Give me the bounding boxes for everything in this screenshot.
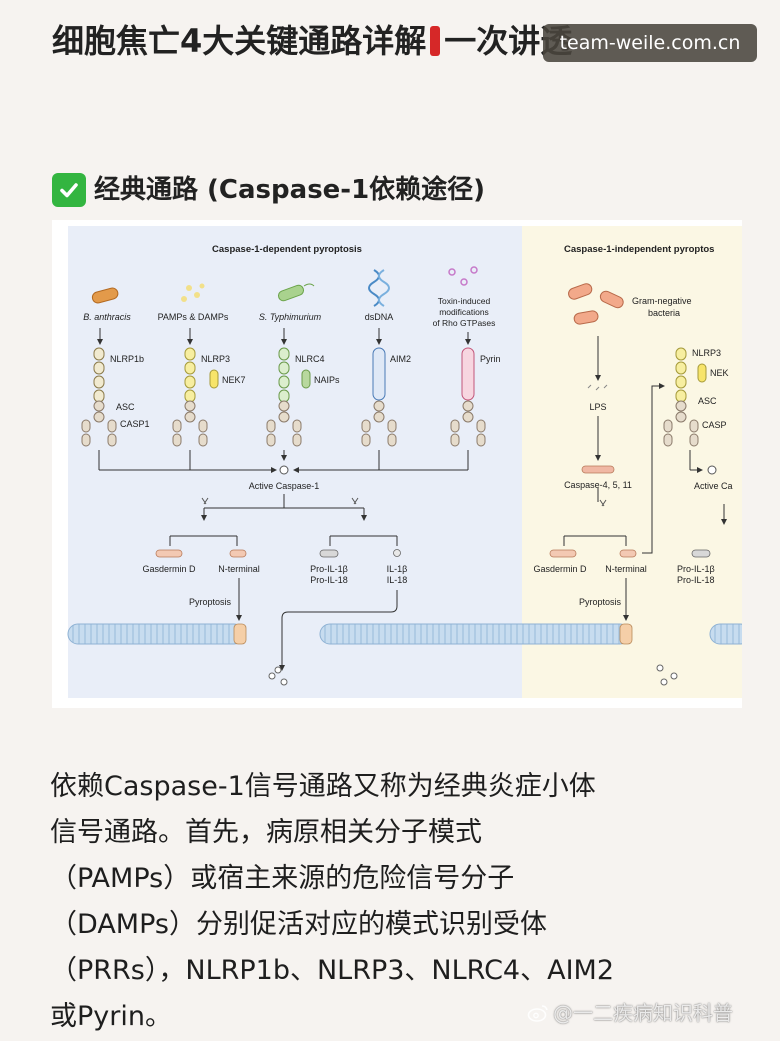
anthracis-bacterium-icon [91,287,119,304]
caspase-4511-label: Caspase-4, 5, 11 [564,480,632,490]
casp1-label: CASP1 [120,419,150,429]
toxin-line-2: modifications [439,307,489,317]
weibo-logo-icon [527,1005,548,1022]
author-watermark-text: @一二疾病知识科普 [553,1001,733,1025]
paragraph-line: （PRRs），NLRP1b、NLRP3、NLRC4、AIM2 [50,955,615,986]
nlrc4-complex [266,347,311,447]
trigger-label-anthracis: B. anthracis [83,312,131,322]
sensor-label-aim2: AIM2 [390,354,411,364]
pamps-damps-dots-icon [181,283,205,302]
active-caspase-icon [279,465,289,475]
pathway-diagram: Caspase-1-dependent pyroptosis Caspase-1… [67,226,742,698]
scissors-icon-right [599,499,607,507]
toxin-line-1: Toxin-induced [438,296,491,306]
paragraph-line: （PAMPs）或宿主来源的危险信号分子 [50,863,515,894]
right-gasdermin-icon [549,549,577,558]
pore-icon-right [619,623,633,645]
right-pyroptosis-label: Pyroptosis [579,597,622,607]
right-pro-il18-label: Pro-IL-18 [677,575,715,585]
check-mark-icon [52,173,86,207]
il1b-label: IL-1β [387,564,408,574]
left-panel-title: Caspase-1-dependent pyroptosis [212,244,362,255]
trigger-label-dsdna: dsDNA [365,312,394,322]
trigger-label-typhimurium: S. Typhimurium [259,312,322,322]
caspase-4511-icon [581,465,615,474]
il18-label: IL-18 [387,575,408,585]
right-nlrp3-label: NLRP3 [692,348,721,358]
nlrp1b-complex [81,347,117,447]
section-heading: 经典通路 (Caspase-1依赖途径) [52,168,752,212]
pyroptosis-label: Pyroptosis [189,597,232,607]
pore-icon-left [233,623,247,645]
naips-icon [301,369,311,389]
sensor-label-nlrp1b: NLRP1b [110,354,144,364]
nek7-icon [209,369,219,389]
nterminal-icon [229,549,247,558]
right-nek-label: NEK [710,368,729,378]
author-watermark: @一二疾病知识科普 [527,996,772,1030]
toxin-line-3: of Rho GTPases [433,318,496,328]
nlrp3-complex [172,347,219,447]
site-watermark: team-weile.com.cn [543,24,757,62]
gasdermin-icon [155,549,183,558]
exclamation-icon [430,26,441,56]
gram-negative-line-1: Gram-negative [632,296,692,306]
paragraph-line: 或Pyrin。 [50,1001,172,1032]
cofactor-label-nek7: NEK7 [222,375,246,385]
dsdna-helix-icon [368,269,390,307]
right-pro-il1b-label: Pro-IL-1β [677,564,715,574]
right-panel-title: Caspase-1-independent pyroptos [564,244,714,255]
paragraph-line: 信号通路。首先，病原相关分子模式 [50,817,482,848]
cell-membrane-middle [319,623,631,645]
gasdermin-label: Gasdermin D [142,564,196,574]
sensor-label-nlrp3: NLRP3 [201,354,230,364]
cofactor-label-naips: NAIPs [314,375,340,385]
gram-negative-bacteria-icon [568,283,624,325]
lps-fragments-icon [587,384,608,391]
right-gasdermin-label: Gasdermin D [533,564,587,574]
trigger-label-pamps: PAMPs & DAMPs [158,312,229,322]
pathway-figure: Caspase-1-dependent pyroptosis Caspase-1… [52,220,742,708]
pro-il-icon [319,549,339,558]
pro-il18-label: Pro-IL-18 [310,575,348,585]
right-asc-label: ASC [698,396,717,406]
section-heading-text: 经典通路 (Caspase-1依赖途径) [94,175,486,205]
right-nlrp3-complex [663,347,707,447]
sensor-label-pyrin: Pyrin [480,354,501,364]
paragraph-line: 依赖Caspase-1信号通路又称为经典炎症小体 [50,771,596,802]
cell-membrane-right [709,623,742,645]
pyrin-complex [450,347,486,447]
right-nterminal-icon [619,549,637,558]
paragraph-line: （DAMPs）分别促活对应的模式识别受体 [50,909,547,940]
body-paragraph: 依赖Caspase-1信号通路又称为经典炎症小体 信号通路。首先，病原相关分子模… [50,764,750,1040]
right-pro-il-icon [691,549,711,558]
scissors-icon [201,497,359,505]
lps-label: LPS [589,402,606,412]
right-nterminal-label: N-terminal [605,564,647,574]
released-cytokine-dots [268,664,678,686]
asc-label: ASC [116,402,135,412]
sensor-label-nlrc4: NLRC4 [295,354,325,364]
left-panel [68,226,522,698]
right-casp-label: CASP [702,420,727,430]
aim2-complex [361,347,397,447]
title-main: 细胞焦亡4大关键通路详解 [52,22,427,60]
active-caspase-label: Active Caspase-1 [249,481,320,491]
salmonella-bacterium-icon [277,283,315,302]
right-active-label: Active Ca [694,481,733,491]
il-icon [393,549,401,557]
gram-negative-line-2: bacteria [648,308,680,318]
toxin-dots-icon [448,266,478,286]
nterminal-label: N-terminal [218,564,260,574]
cell-membrane-left [67,623,245,645]
right-panel [522,226,742,698]
pro-il1b-label: Pro-IL-1β [310,564,348,574]
